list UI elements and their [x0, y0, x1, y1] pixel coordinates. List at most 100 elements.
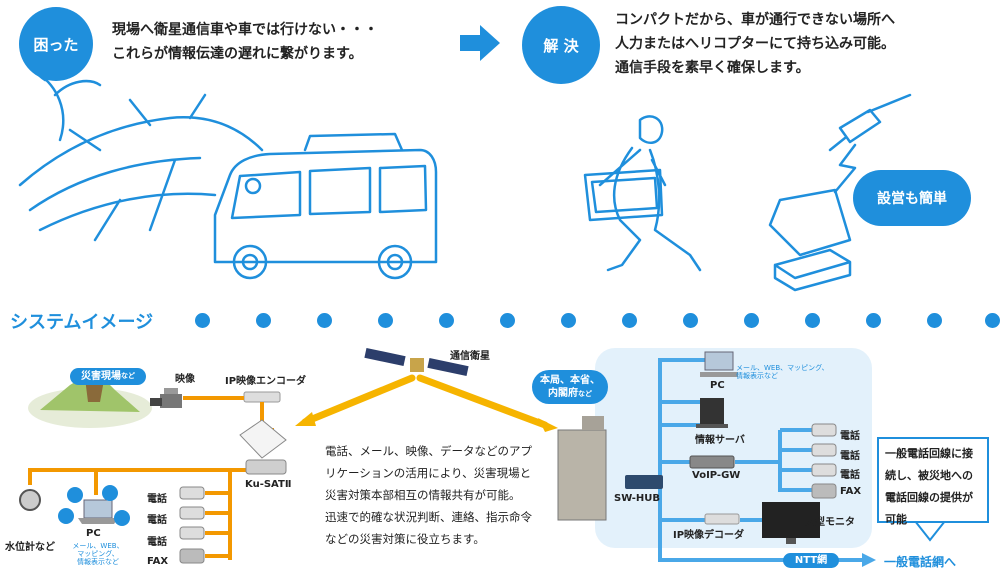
encoder-icon [243, 391, 281, 403]
divider-dot [439, 313, 454, 328]
ku-sat-label: Ku-SATⅡ [245, 479, 292, 490]
server-icon [696, 398, 728, 428]
phone-icon [179, 526, 205, 540]
monitor-label: 大型モニタ [805, 517, 855, 528]
decoder-icon [704, 513, 740, 525]
hq-pill: 本局、本省、 内閣府など [532, 370, 608, 404]
hq-building-icon [557, 416, 607, 521]
solution-badge-label: 解 決 [543, 36, 579, 55]
grid-app-icon [102, 485, 118, 501]
fax-label: FAX [147, 556, 169, 567]
phone-label: 電話 [840, 431, 860, 442]
user-icon [58, 508, 74, 524]
divider-dot [378, 313, 393, 328]
phone-label: 電話 [147, 494, 167, 505]
water-gauge-icon [19, 489, 41, 511]
ku-sat-antenna-icon [239, 419, 287, 475]
divider-dot [622, 313, 637, 328]
divider-dot [866, 313, 881, 328]
laptop-icon [78, 499, 118, 524]
water-gauge-label: 水位計など [5, 542, 55, 553]
satellite-icon [828, 93, 912, 152]
public-net-label: 一般電話網へ [884, 555, 957, 569]
hq-pill-line-2-main: 内閣府 [548, 387, 578, 399]
voip-label: VoIP-GW [692, 470, 741, 481]
disaster-site-pill: 災害現場など [70, 368, 146, 385]
comm-satellite-icon [364, 347, 469, 377]
hq-pill-line-2: 内閣府など [548, 387, 592, 401]
divider-dot [500, 313, 515, 328]
problem-badge: 困った [19, 7, 93, 81]
solution-text: コンパクトだから、車が通行できない場所へ 人力またはへリコプターにて持ち込み可能… [615, 8, 895, 80]
solution-line-3: 通信手段を素早く確保します。 [615, 60, 810, 76]
divider-dot [195, 313, 210, 328]
person-carrying-icon [598, 115, 702, 272]
phone-line-callout: 一般電話回線に接続し、被災地への電話回線の提供が可能 [877, 437, 989, 526]
hq-pill-suffix: など [578, 389, 592, 398]
solution-line-1: コンパクトだから、車が通行できない場所へ [615, 12, 895, 28]
divider-dot [683, 313, 698, 328]
disaster-site-label: 災害現場 [81, 371, 121, 382]
divider-dot [985, 313, 1000, 328]
top-illustration [18, 47, 912, 292]
solution-line-2: 人力またはへリコプターにて持ち込み可能。 [615, 36, 895, 52]
divider-dot [805, 313, 820, 328]
center-description: 電話、メール、映像、データなどのアプリケーションの活用により、災害現場と災害対策… [325, 440, 540, 550]
fax-label: FAX [840, 486, 862, 497]
switch-hub-icon [625, 475, 663, 489]
phone-label: 電話 [840, 451, 860, 462]
phone-icon [811, 423, 837, 437]
phone-label: 電話 [147, 537, 167, 548]
system-diagram [19, 347, 946, 567]
easy-setup-label: 設営も簡単 [877, 191, 947, 207]
flat-antenna-icon [768, 188, 852, 257]
decoder-label: IP映像デコーダ [673, 530, 745, 541]
ntt-pill: NTT網 [783, 553, 839, 568]
description-paragraph-1: 電話、メール、映像、データなどのアプリケーションの活用により、災害現場と災害対策… [325, 444, 532, 502]
phone-label: 電話 [147, 515, 167, 526]
pc-sub-line: マッピング、 [77, 550, 119, 558]
description-paragraph-2: 迅速で的確な状況判断、連絡、指示命令などの災害対策に役立ちます。 [325, 510, 532, 546]
phone-icon [811, 443, 837, 457]
pc-label: PC [86, 528, 101, 539]
voip-gateway-icon [689, 455, 735, 469]
satellite-van-icon [213, 148, 438, 264]
hq-pill-line-1: 本局、本省、 [540, 374, 600, 386]
divider-dot [744, 313, 759, 328]
pc-sub-line: メール、WEB、 [72, 542, 124, 550]
right-pc-sub-line: メール、WEB、マッピング、 [736, 364, 829, 372]
signal-bolt-icon [833, 143, 857, 194]
pc-sub-label: メール、WEB、 マッピング、 情報表示など [70, 542, 126, 566]
solution-badge: 解 決 [522, 6, 600, 84]
easy-setup-bubble: 設営も簡単 [853, 170, 971, 226]
camera-label: 映像 [175, 374, 195, 385]
problem-line-2: これらが情報伝達の遅れに繋がります。 [112, 46, 363, 62]
right-pc-sub-label: メール、WEB、マッピング、 情報表示など [736, 364, 829, 380]
disaster-site-suffix: など [121, 372, 135, 380]
sw-hub-label: SW-HUB [614, 493, 661, 504]
arrow-right-icon [460, 25, 500, 61]
problem-text: 現場へ衛星通信車や車では行けない・・・ これらが情報伝達の遅れに繋がります。 [112, 18, 378, 66]
right-pc-label: PC [710, 380, 725, 391]
divider-dot [561, 313, 576, 328]
fax-icon [179, 548, 205, 564]
problem-badge-label: 困った [33, 35, 79, 54]
problem-line-1: 現場へ衛星通信車や車では行けない・・・ [112, 22, 378, 38]
divider-dot [317, 313, 332, 328]
phone-icon [179, 486, 205, 500]
divider-dot [256, 313, 271, 328]
divider-dot [927, 313, 942, 328]
large-monitor-icon [762, 502, 820, 544]
server-label: 情報サーバ [695, 435, 745, 446]
pc-sub-line: 情報表示など [77, 558, 119, 566]
map-pin-icon [114, 510, 130, 526]
fax-icon [811, 483, 837, 499]
pc-icon [700, 351, 738, 377]
phone-label: 電話 [840, 470, 860, 481]
phone-icon [811, 463, 837, 477]
fallen-tree-icon [18, 73, 264, 242]
section-title: システムイメージ [10, 312, 154, 333]
mail-icon [67, 487, 83, 503]
video-camera-icon [150, 388, 182, 408]
right-pc-sub-line: 情報表示など [736, 372, 778, 380]
